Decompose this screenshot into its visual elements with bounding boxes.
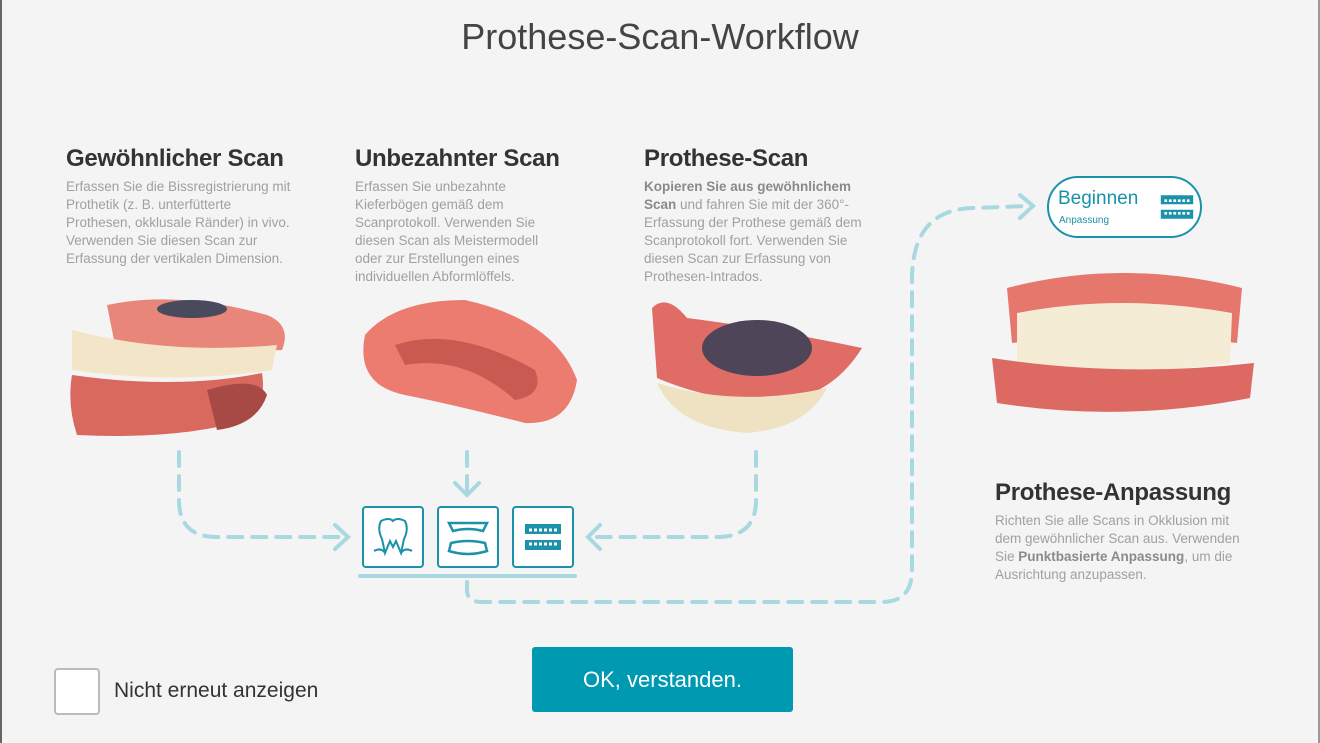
arrow-line-right xyxy=(595,450,758,539)
ok-button[interactable]: OK, verstanden. xyxy=(532,647,793,712)
desc-a: Richten Sie alle Scans in Okklusion mit … xyxy=(995,513,1240,564)
start-sublabel: Anpassung xyxy=(1059,215,1110,226)
arrowhead-left xyxy=(333,523,351,551)
start-label: Beginnen xyxy=(1058,188,1139,209)
arrowhead-alignment xyxy=(1018,193,1037,220)
arrow-line-alignment xyxy=(465,204,1029,604)
desc-bold: Kopieren Sie aus gewöhnlichem Scan xyxy=(644,179,852,212)
heading-denture-scan: Prothese-Scan xyxy=(644,145,809,172)
denture-scan-button[interactable] xyxy=(512,506,574,568)
dont-show-again-checkbox[interactable] xyxy=(54,668,100,715)
heading-regular-scan: Gewöhnlicher Scan xyxy=(66,145,284,172)
page-title: Prothese-Scan-Workflow xyxy=(461,16,859,57)
denture-icon xyxy=(525,524,561,550)
arrowhead-right xyxy=(585,523,602,551)
denture-scan-image xyxy=(652,302,862,433)
tooth-icon xyxy=(373,518,413,557)
arrow-line-left xyxy=(177,450,344,539)
edentulous-scan-image xyxy=(363,300,577,424)
regular-scan-image xyxy=(70,299,285,436)
desc-edentulous-scan: Erfassen Sie unbezahnte Kieferbögen gemä… xyxy=(355,179,539,284)
edentulous-arch-icon xyxy=(446,521,490,556)
heading-alignment: Prothese-Anpassung xyxy=(995,479,1231,506)
tooth-scan-button[interactable] xyxy=(362,506,424,568)
denture-icon xyxy=(1160,195,1194,219)
desc-regular-scan: Erfassen Sie die Bissregistrierung mit P… xyxy=(66,179,291,266)
desc-alignment: Richten Sie alle Scans in Okklusion mit … xyxy=(995,512,1255,584)
desc-bold: Punktbasierte Anpassung xyxy=(1018,549,1185,564)
edentulous-scan-button[interactable] xyxy=(437,506,499,568)
dont-show-again-label[interactable]: Nicht erneut anzeigen xyxy=(114,679,319,702)
arrowhead-middle xyxy=(453,481,481,498)
heading-edentulous-scan: Unbezahnter Scan xyxy=(355,145,560,172)
desc-rest: und fahren Sie mit der 360°-Erfassung de… xyxy=(644,197,862,284)
desc-denture-scan: Kopieren Sie aus gewöhnlichem Scan und f… xyxy=(644,178,874,286)
desc-b: , um die Ausrichtung anzupassen. xyxy=(995,549,1233,582)
alignment-image xyxy=(992,273,1254,412)
start-alignment-button[interactable]: Beginnen Anpassung xyxy=(1047,176,1202,238)
